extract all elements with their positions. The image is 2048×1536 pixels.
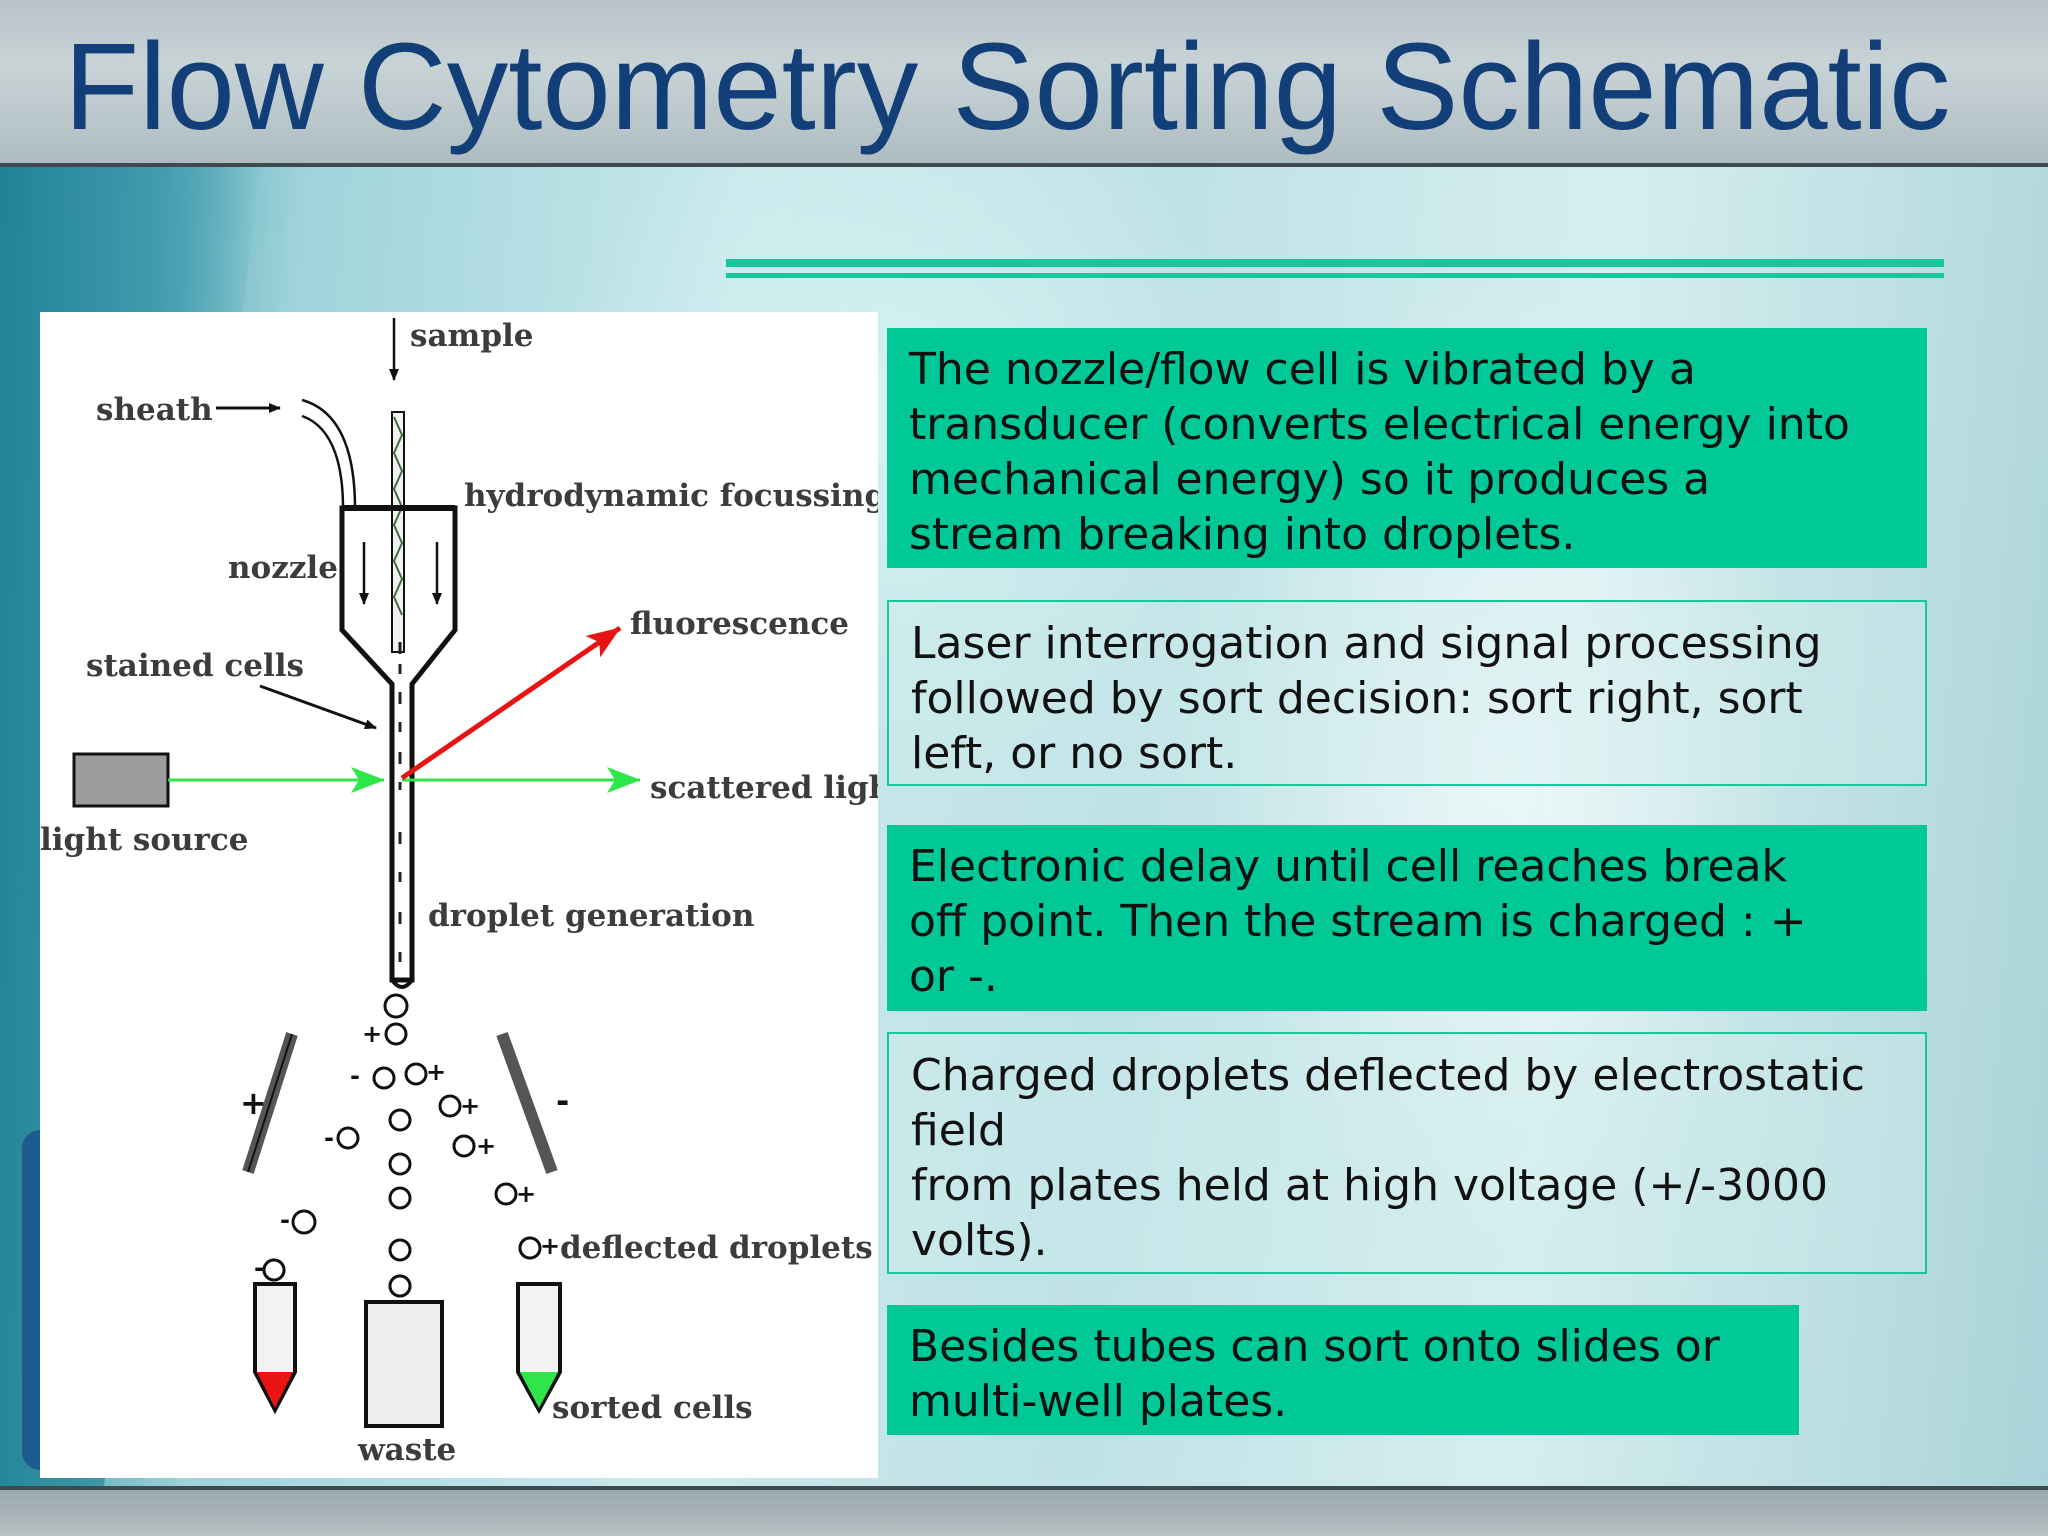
label-stained-cells: stained cells bbox=[86, 648, 304, 684]
accent-rule-top bbox=[726, 259, 1944, 267]
label-light-source: light source bbox=[40, 822, 248, 858]
svg-text:-: - bbox=[280, 1206, 290, 1234]
droplets-center bbox=[372, 993, 412, 1298]
svg-text:-: - bbox=[350, 1062, 360, 1090]
text-box-slides-plates: Besides tubes can sort onto slides or mu… bbox=[887, 1305, 1799, 1435]
flow-cytometry-diagram: sample sheath hydrodynamic focussing noz… bbox=[40, 312, 878, 1478]
sheath-tube bbox=[301, 398, 357, 509]
waste-container bbox=[364, 1274, 444, 1428]
stained-cells-arrow bbox=[259, 684, 377, 730]
negative-plate bbox=[496, 1031, 558, 1175]
droplets-left bbox=[262, 1126, 360, 1282]
accent-rule-bottom bbox=[726, 273, 1944, 278]
svg-text:-: - bbox=[324, 1124, 334, 1152]
diagram-drawing: sample sheath hydrodynamic focussing noz… bbox=[40, 318, 878, 1468]
svg-text:+: + bbox=[516, 1180, 536, 1208]
svg-text:-: - bbox=[254, 1254, 264, 1282]
label-scattered-light: scattered light bbox=[650, 770, 878, 806]
svg-text:+: + bbox=[540, 1232, 560, 1260]
text-box-laser-interrogation: Laser interrogation and signal processin… bbox=[887, 600, 1927, 786]
label-fluorescence: fluorescence bbox=[630, 606, 849, 642]
fluorescence-beam bbox=[400, 625, 622, 781]
bottom-band bbox=[0, 1486, 2048, 1536]
tube-right bbox=[516, 1282, 562, 1415]
label-hydrodynamic-focussing: hydrodynamic focussing bbox=[464, 478, 878, 514]
svg-text:+: + bbox=[426, 1058, 446, 1086]
text-box-electronic-delay: Electronic delay until cell reaches brea… bbox=[887, 825, 1927, 1011]
label-droplet-generation: droplet generation bbox=[428, 898, 754, 934]
text-box-transducer: The nozzle/flow cell is vibrated by a tr… bbox=[887, 328, 1927, 568]
slide-title: Flow Cytometry Sorting Schematic bbox=[64, 19, 1951, 156]
light-source-box bbox=[72, 752, 170, 808]
title-divider bbox=[0, 163, 2048, 167]
tube-left bbox=[253, 1258, 297, 1415]
title-band: Flow Cytometry Sorting Schematic bbox=[0, 0, 2048, 164]
negative-plate-sign: - bbox=[556, 1082, 569, 1120]
label-sorted-cells: sorted cells bbox=[552, 1390, 753, 1426]
droplet-charge-signs: + - + + + + - - - + bbox=[254, 1020, 560, 1282]
label-waste: waste bbox=[357, 1432, 456, 1468]
svg-text:+: + bbox=[460, 1092, 480, 1120]
label-sheath: sheath bbox=[96, 392, 213, 428]
svg-text:+: + bbox=[476, 1132, 496, 1160]
label-nozzle: nozzle bbox=[228, 550, 338, 586]
label-sample: sample bbox=[410, 318, 534, 354]
label-deflected-droplets: deflected droplets bbox=[560, 1230, 873, 1266]
svg-text:+: + bbox=[362, 1020, 382, 1048]
text-box-deflection: Charged droplets deflected by electrosta… bbox=[887, 1032, 1927, 1274]
positive-plate-sign: + bbox=[240, 1084, 267, 1122]
